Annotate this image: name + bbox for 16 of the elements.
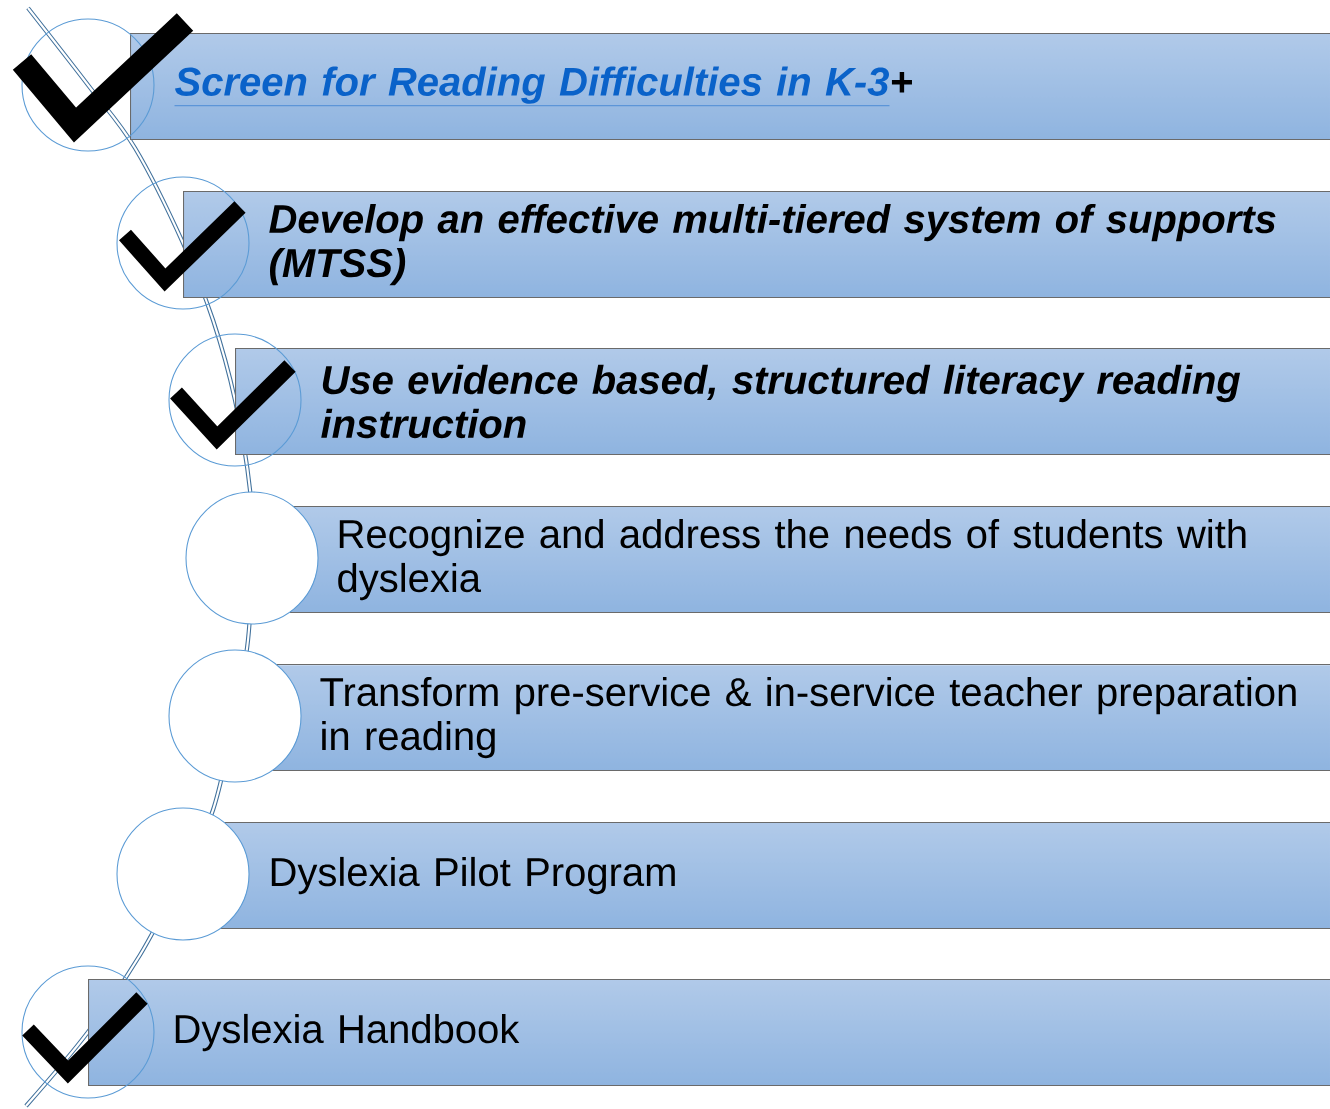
step-band: Use evidence based, structured literacy reading instruction [235, 348, 1330, 456]
circle [21, 965, 155, 1099]
circle [116, 176, 250, 310]
checkmark [170, 360, 296, 450]
step-band: Dyslexia Handbook [88, 979, 1330, 1087]
checkmark [22, 992, 148, 1084]
circle [168, 333, 302, 467]
step-band: Recognize and address the needs of students with dyslexia [290, 506, 1330, 614]
step-band: Develop an effective multi-tiered system of supports (MTSS) [183, 191, 1330, 299]
step-band: Transform pre-service & in-service teacher preparation in reading [270, 664, 1330, 772]
checkmark [119, 201, 246, 292]
circle [168, 649, 302, 783]
circle [116, 807, 250, 941]
step-band: Dyslexia Pilot Program [220, 822, 1330, 930]
step-band: Screen for Reading Difficulties in K-3+ [130, 33, 1330, 141]
circle [185, 491, 319, 625]
